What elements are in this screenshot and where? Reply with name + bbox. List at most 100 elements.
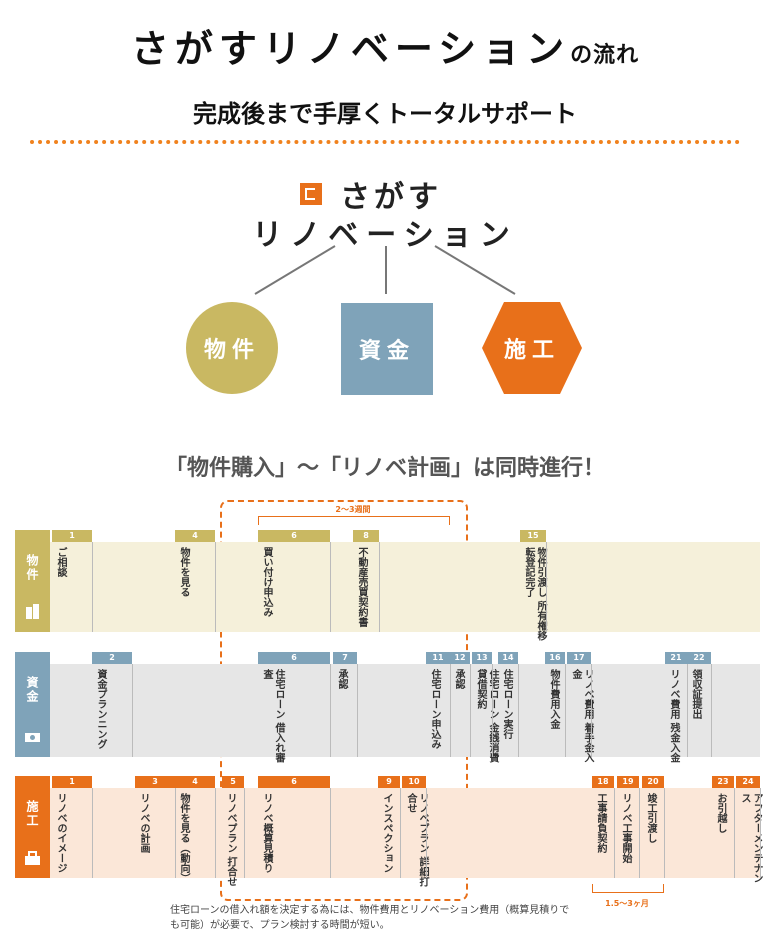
page-title: さがすリノベーションの流れ [130, 27, 640, 71]
step-number: 1 [52, 776, 92, 788]
step-number: 9 [378, 776, 400, 788]
step-divider [215, 542, 216, 632]
building-icon [26, 604, 39, 619]
step-divider [379, 542, 380, 632]
step-number: 15 [520, 530, 546, 542]
toolbox-icon [25, 851, 40, 865]
step-shikin-6: 6 住宅ローン 借入れ審査 [258, 652, 330, 762]
step-text: 物件引渡し 所有権移転登記完了 [523, 547, 546, 641]
step-text: 物件費用入金 [548, 669, 559, 729]
step-number: 16 [545, 652, 565, 664]
lane-label-bukken: 物件 [15, 530, 50, 632]
logo-line2: リノベーション [252, 218, 518, 253]
step-text: アフターメンテナンス [739, 793, 762, 883]
step-divider [450, 664, 451, 757]
category-shikin-square: 資金 [341, 303, 433, 395]
lane-label-text: 物件 [25, 554, 39, 582]
step-text: リノベ費用 着手金入金 [570, 669, 593, 763]
step-text: 承認 [336, 669, 347, 689]
step-divider [711, 664, 712, 757]
step-divider [92, 788, 93, 878]
step-number: 19 [617, 776, 639, 788]
step-number: 13 [472, 652, 492, 664]
step-text: リノベプラン 詳細打合せ [405, 793, 428, 887]
step-shikin-13: 13住宅ローン 金銭消費貸借契約 [472, 652, 498, 762]
headline: 「物件購入」〜「リノベ計画」は同時進行！ [164, 456, 605, 481]
step-text: 竣工引渡し [645, 793, 656, 843]
lane-label-sekou: 施工 [15, 776, 50, 878]
dotted-divider [30, 140, 740, 144]
step-text: 住宅ローン申込み [429, 669, 440, 749]
lane-label-shikin: 資金 [15, 652, 50, 757]
step-shikin-7: 7 承認 [333, 652, 357, 757]
step-divider [426, 788, 427, 878]
step-divider [734, 788, 735, 878]
step-number: 23 [712, 776, 734, 788]
period-bracket-top [258, 516, 450, 525]
logo-line1: さがす [340, 180, 442, 215]
step-divider [175, 788, 176, 878]
step-divider [92, 542, 93, 632]
step-text: お引越し [715, 793, 726, 833]
step-bukken-4: 4 物件を見る [175, 530, 215, 632]
step-sekou-24: 24 アフターメンテナンス [736, 776, 762, 883]
step-number: 5 [222, 776, 244, 788]
step-text: 資金プランニング [95, 669, 106, 749]
step-number: 3 [135, 776, 175, 788]
step-divider [244, 788, 245, 878]
step-number: 6 [258, 530, 330, 542]
step-number: 6 [258, 776, 330, 788]
period-label-top: 2〜3週間 [335, 505, 371, 514]
step-number: 2 [92, 652, 132, 664]
step-divider [330, 542, 331, 632]
step-number: 4 [175, 530, 215, 542]
step-number: 14 [498, 652, 518, 664]
period-label-bottom: 1.5〜3ヶ月 [605, 899, 649, 908]
step-sekou-5: 5 リノベプラン 打合せ [222, 776, 244, 886]
step-sekou-9: 9 インスペクション [378, 776, 400, 878]
step-number: 1 [52, 530, 92, 542]
step-number: 4 [175, 776, 215, 788]
step-divider [357, 664, 358, 757]
step-text: 物件を見る（動向） [178, 793, 189, 883]
step-number: 8 [353, 530, 379, 542]
step-text: リノベプラン 打合せ [225, 793, 236, 887]
sagasu-logo-icon [300, 183, 322, 205]
step-text: 住宅ローン 借入れ審査 [261, 669, 284, 763]
step-number: 7 [333, 652, 357, 664]
step-divider [565, 664, 566, 757]
step-text: インスペクション [381, 793, 392, 873]
step-text: 物件を見る [178, 547, 189, 597]
step-bukken-15: 15 物件引渡し 所有権移転登記完了 [520, 530, 546, 640]
step-number: 17 [567, 652, 591, 664]
step-text: 承認 [453, 669, 464, 689]
step-divider [639, 788, 640, 878]
category-bukken-circle: 物件 [186, 302, 278, 394]
step-sekou-18: 18 工事請負契約 [592, 776, 614, 878]
step-text: 工事請負契約 [595, 793, 606, 853]
step-number: 6 [258, 652, 330, 664]
step-divider [330, 664, 331, 757]
step-divider [518, 664, 519, 757]
period-bracket-bottom [592, 884, 664, 893]
footnote: 住宅ローンの借入れ額を決定する為には、物件費用とリノベーション費用（概算見積りで… [170, 905, 570, 931]
step-number: 24 [736, 776, 760, 788]
step-number: 18 [592, 776, 614, 788]
step-divider [614, 788, 615, 878]
step-divider [215, 788, 216, 878]
lane-background [50, 542, 760, 632]
step-divider [470, 664, 471, 757]
step-text: リノベ費用 残金入金 [668, 669, 679, 763]
